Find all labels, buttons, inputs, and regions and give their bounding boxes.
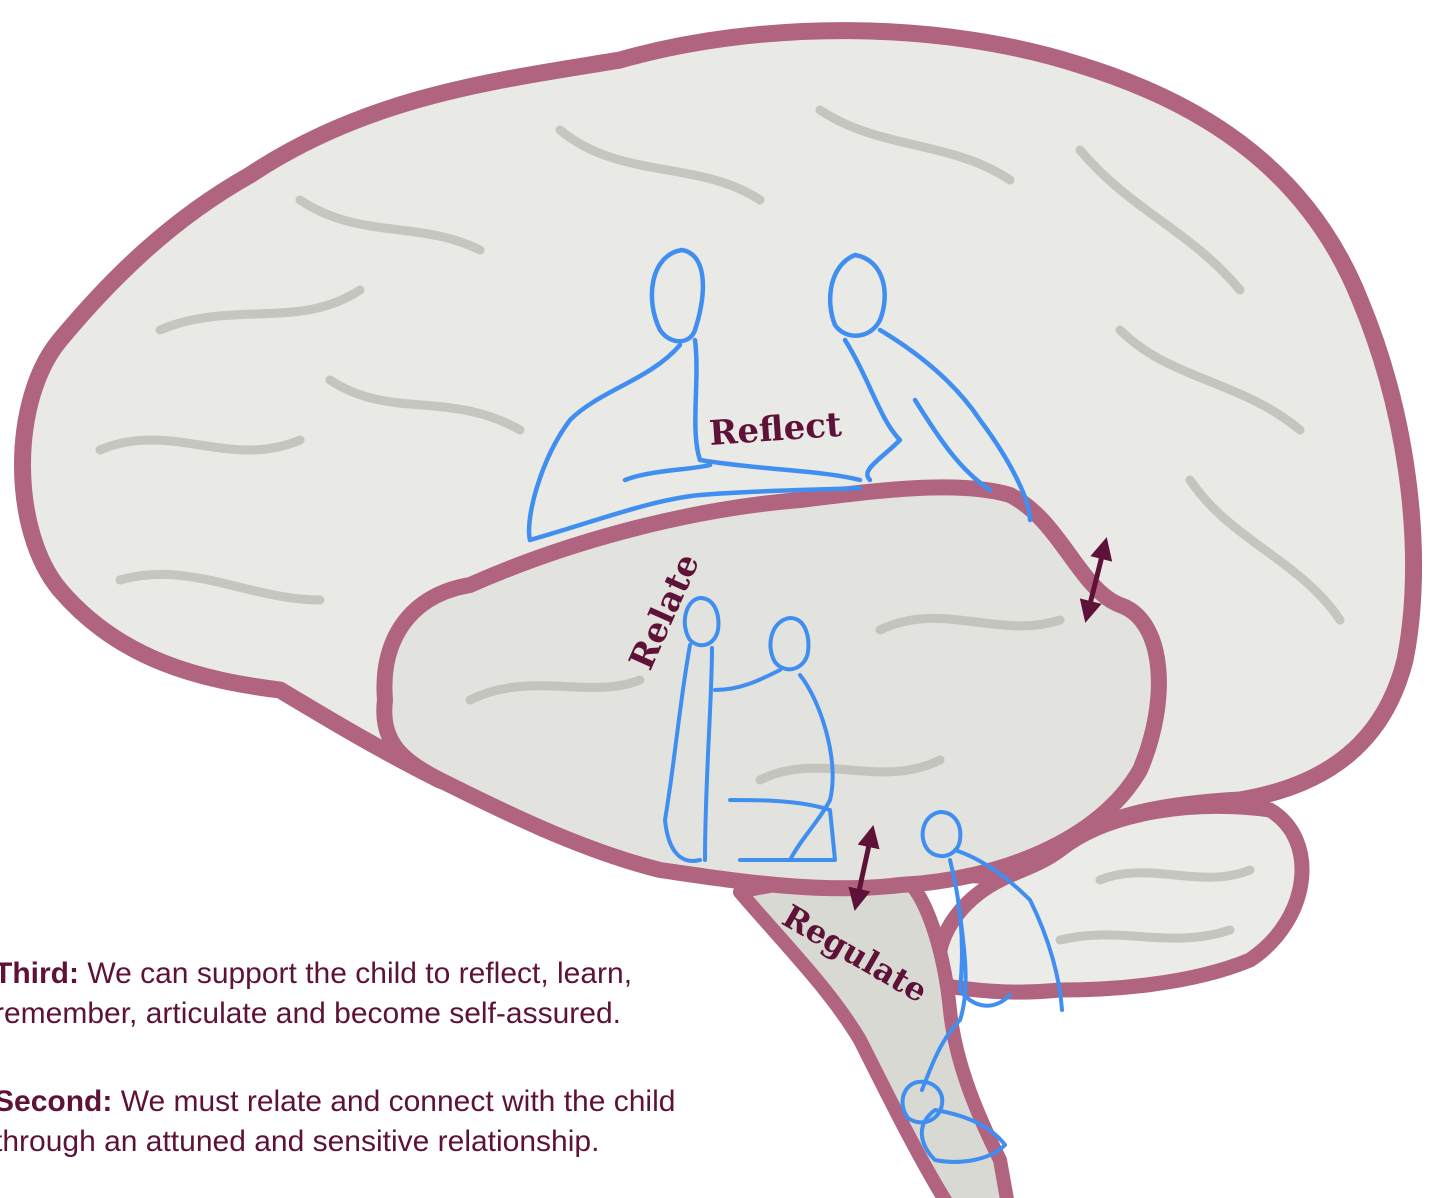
caption-second-line2: through an attuned and sensitive relatio… xyxy=(0,1125,599,1158)
caption-second: Second: We must relate and connect with … xyxy=(0,1082,794,1162)
caption-second-line1: We must relate and connect with the chil… xyxy=(112,1085,675,1118)
caption-third-line1: We can support the child to reflect, lea… xyxy=(79,957,632,990)
caption-third-heading: Third: xyxy=(0,957,79,990)
caption-third: Third: We can support the child to refle… xyxy=(0,954,794,1034)
caption-second-heading: Second: xyxy=(0,1085,112,1118)
caption-third-line2: remember, articulate and become self-ass… xyxy=(0,997,621,1030)
